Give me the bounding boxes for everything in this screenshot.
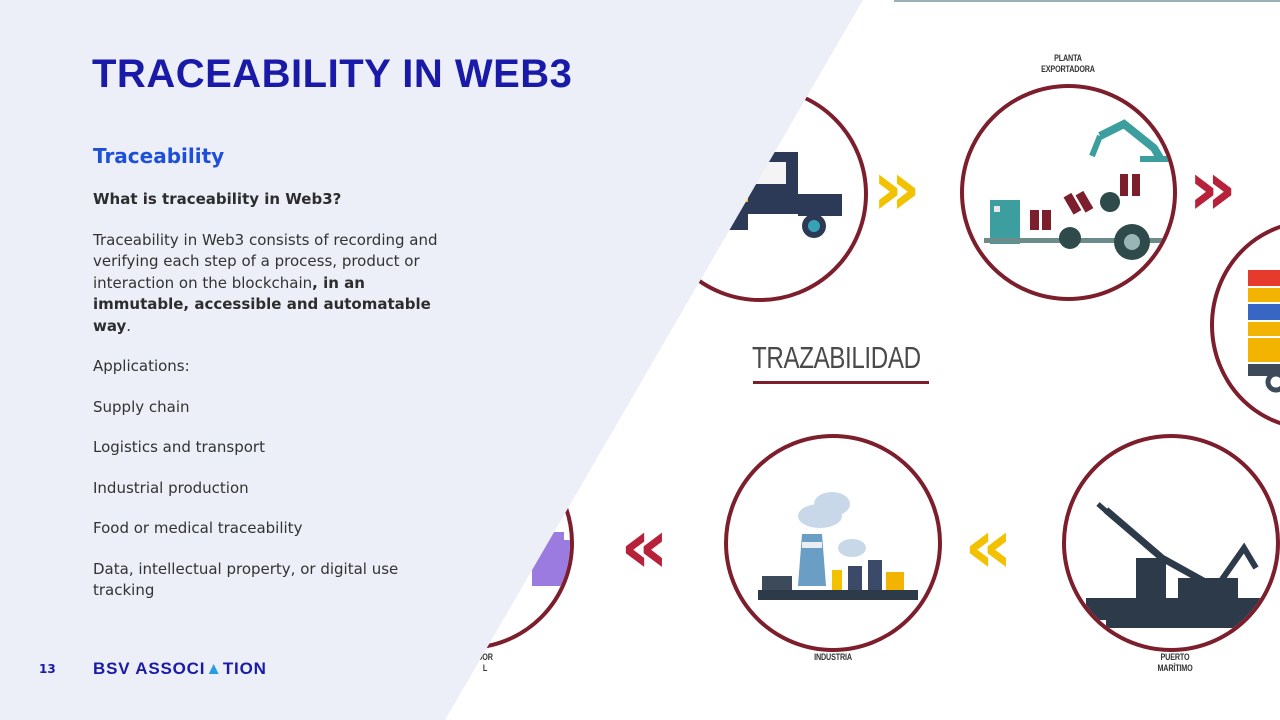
top-edge-line [894, 0, 1280, 2]
application-item: Data, intellectual property, or digital … [93, 559, 399, 600]
definition-paragraph: Traceability in Web3 consists of recordi… [93, 230, 443, 338]
applications-label: Applications: [93, 357, 190, 375]
factory-machine-icon [984, 119, 1170, 260]
application-item: Industrial production [93, 478, 249, 497]
diagram-center-label: TRAZABILIDAD [752, 340, 921, 375]
distributor-label-line2: L [482, 663, 488, 674]
plant-circle [960, 84, 1177, 301]
plant-label-line1: PLANTA [1054, 53, 1082, 63]
logo-text-prefix: BSV ASSOCI [93, 659, 206, 678]
section-subtitle: Traceability [93, 144, 225, 168]
diagram-center-underline [753, 381, 929, 384]
arrow-left-red-icon: « [620, 501, 670, 590]
definition-end: . [126, 316, 132, 335]
application-item: Supply chain [93, 397, 190, 416]
logo-triangle-icon: ▲ [205, 659, 223, 678]
arrow-left-yellow-icon: « [964, 501, 1014, 590]
distributor-label-line1: DOR [477, 652, 493, 662]
port-label-line1: PUERTO [1160, 652, 1190, 662]
logo-text-suffix: TION [222, 659, 267, 678]
page-number: 13 [39, 662, 56, 676]
bsv-association-logo: BSV ASSOCI▲TION [93, 659, 267, 679]
containers-circle [1210, 220, 1280, 430]
arrow-right-yellow-icon: » [872, 143, 922, 232]
application-item: Food or medical traceability [93, 519, 303, 537]
industry-label: INDUSTRIA [814, 652, 852, 662]
port-circle [1062, 434, 1280, 652]
port-label-line2: MARÍTIMO [1157, 663, 1193, 674]
industry-circle [724, 434, 942, 652]
slide-body: What is traceability in Web3? Traceabili… [93, 189, 443, 621]
slide-title: TRACEABILITY IN WEB3 [92, 52, 573, 96]
plant-label-line2: EXPORTADORA [1041, 64, 1095, 75]
plant-label: PLANTA EXPORTADORA [1036, 51, 1100, 77]
definition-plain: Traceability in Web3 consists of recordi… [93, 230, 438, 292]
question-heading: What is traceability in Web3? [93, 190, 342, 208]
definition-bold: , in an immutable, accessible and automa… [93, 273, 431, 335]
port-label: PUERTO MARÍTIMO [1147, 650, 1203, 676]
arrow-right-red-icon: » [1188, 143, 1238, 232]
application-item: Logistics and transport [93, 438, 265, 456]
industry-icon [758, 492, 918, 600]
distributor-label: DOR L [473, 650, 497, 676]
port-crane-icon [1086, 502, 1276, 628]
containers-icon [1248, 270, 1280, 393]
